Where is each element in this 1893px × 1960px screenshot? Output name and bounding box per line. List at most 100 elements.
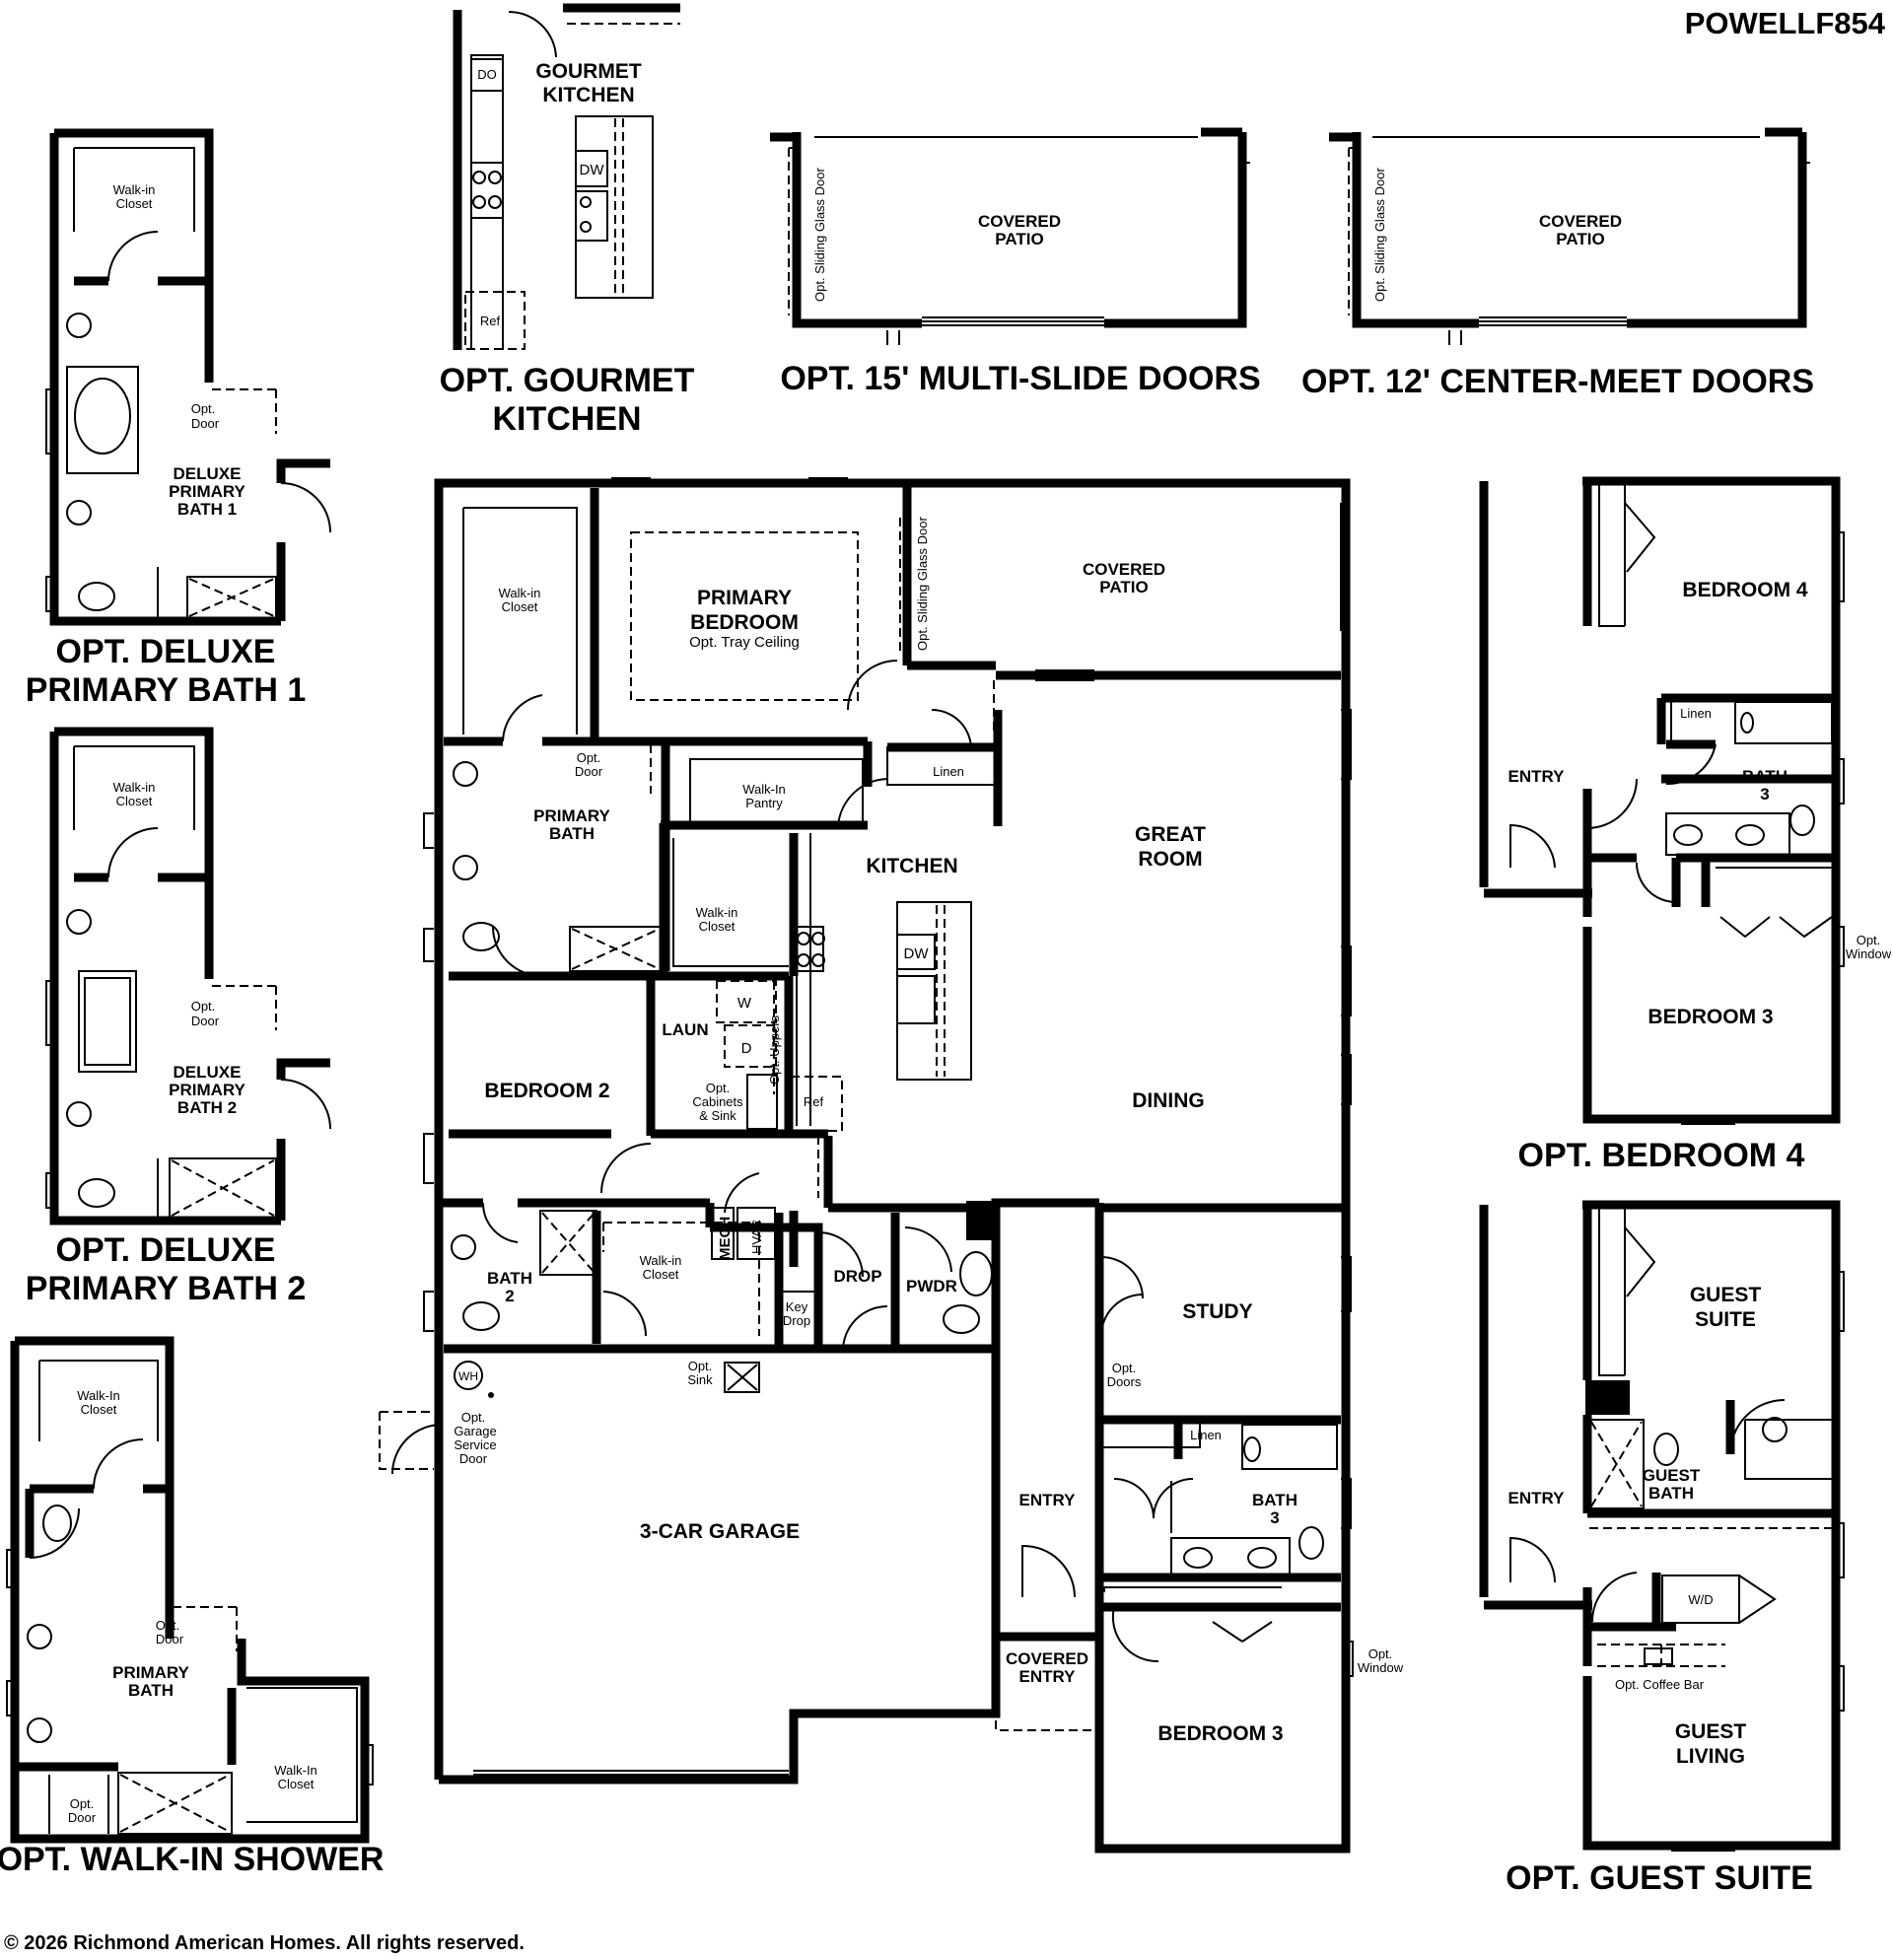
- bed4-entry: ENTRY: [1508, 767, 1566, 786]
- main-dishwasher: DW: [904, 945, 930, 962]
- main-linen: Linen: [933, 764, 964, 779]
- walk-in-pantry-1: Walk-In: [742, 782, 786, 797]
- caption-deluxe2-2: PRIMARY BATH 2: [26, 1270, 307, 1307]
- bath-3-2: 3: [1270, 1508, 1279, 1527]
- great-room-2: ROOM: [1138, 848, 1202, 871]
- walkin-door-1: Opt.: [156, 1618, 180, 1633]
- opt-sink-1: Opt.: [688, 1359, 713, 1373]
- opt-center-meet-doors: COVERED PATIO Opt. Sliding Glass Door OP…: [1301, 127, 1814, 400]
- main-opt-door-2: Door: [575, 764, 603, 779]
- patio-center-title-2: PATIO: [1556, 230, 1604, 248]
- primary-bedroom-2: BEDROOM: [690, 611, 799, 634]
- dining-label: DINING: [1132, 1089, 1205, 1112]
- walkin-bath-1: PRIMARY: [112, 1663, 189, 1682]
- dryer-label: D: [741, 1040, 752, 1057]
- bed4-window-2: Window: [1846, 946, 1892, 961]
- garage-service-door-1: Opt.: [461, 1410, 486, 1425]
- deluxe1-bath-2: PRIMARY: [169, 482, 245, 501]
- bedroom-2-label: BEDROOM 2: [484, 1080, 609, 1102]
- walk-in-pantry-2: Pantry: [745, 796, 783, 810]
- opt-multi-slide-doors: COVERED PATIO Opt. Sliding Glass Door OP…: [770, 127, 1261, 397]
- deluxe2-bath-3: BATH 2: [177, 1098, 237, 1117]
- garage-service-door-2: Garage: [454, 1424, 496, 1438]
- caption-deluxe1-2: PRIMARY BATH 1: [26, 671, 307, 709]
- guest-suite-2: SUITE: [1695, 1308, 1756, 1331]
- bath-2-1: BATH: [487, 1269, 532, 1288]
- opt-cabinets-1: Opt.: [706, 1081, 731, 1095]
- guest-suite-1: GUEST: [1690, 1284, 1762, 1306]
- bed4-bedroom-4: BEDROOM 4: [1682, 579, 1808, 601]
- bed4-bath-2: 3: [1760, 785, 1769, 804]
- main-opt-window-1: Opt.: [1368, 1646, 1393, 1661]
- opt-bedroom-4: BEDROOM 4 ENTRY Linen BATH 3 Opt. Window…: [1479, 476, 1892, 1174]
- main-fridge: Ref: [804, 1094, 824, 1109]
- garage-service-door-3: Service: [454, 1437, 496, 1452]
- main-closet-1: Walk-in: [499, 586, 541, 600]
- deluxe1-closet-2: Closet: [116, 196, 153, 211]
- opt-walk-in-shower: Walk-In Closet Opt. Door PRIMARY BATH Wa…: [0, 1336, 384, 1878]
- bed4-window-1: Opt.: [1857, 933, 1881, 947]
- main-entry-label: ENTRY: [1019, 1491, 1077, 1509]
- walkin-closet-b-2: Closet: [278, 1777, 315, 1791]
- main-floor-plan: Walk-in Closet PRIMARY BEDROOM Opt. Tray…: [379, 477, 1404, 1854]
- main-opt-window-2: Window: [1358, 1660, 1404, 1675]
- main-closet-3: Walk-in: [640, 1253, 682, 1268]
- guest-entry: ENTRY: [1508, 1489, 1566, 1507]
- opt-deluxe-primary-bath-1: Walk-in Closet Opt. Door DELUXE PRIMARY …: [26, 128, 331, 709]
- caption-walkin-shower: OPT. WALK-IN SHOWER: [0, 1841, 384, 1878]
- main-wic-2: Closet: [699, 919, 736, 934]
- patio-multi-title-2: PATIO: [995, 230, 1043, 248]
- opt-gourmet-kitchen: GOURMET KITCHEN DO DW Ref OPT. GOURMET K…: [440, 3, 695, 438]
- powder-room-label: PWDR: [906, 1277, 957, 1295]
- water-heater-label: WH: [458, 1369, 478, 1383]
- walkin-door-2: Door: [156, 1632, 184, 1646]
- guest-living-2: LIVING: [1676, 1745, 1745, 1768]
- bed4-linen: Linen: [1680, 706, 1712, 721]
- opt-cabinets-2: Cabinets: [692, 1094, 743, 1109]
- key-drop-1: Key: [786, 1299, 808, 1314]
- key-drop-2: Drop: [783, 1313, 810, 1328]
- guest-bath-2: BATH: [1648, 1484, 1694, 1503]
- primary-bath-1: PRIMARY: [533, 806, 610, 825]
- guest-washer-dryer: W/D: [1688, 1592, 1713, 1607]
- deluxe1-closet-1: Walk-in: [113, 182, 156, 197]
- deluxe1-bath-3: BATH 1: [177, 500, 237, 519]
- bed4-bedroom-3: BEDROOM 3: [1648, 1006, 1773, 1028]
- deluxe2-door-2: Door: [191, 1014, 220, 1028]
- guest-bath-1: GUEST: [1643, 1466, 1701, 1485]
- deluxe2-closet-2: Closet: [116, 794, 153, 808]
- drop-label: DROP: [833, 1267, 881, 1286]
- gourmet-title-2: KITCHEN: [542, 84, 634, 106]
- guest-coffee-bar: Opt. Coffee Bar: [1615, 1677, 1705, 1692]
- great-room-1: GREAT: [1135, 823, 1206, 846]
- caption-deluxe1-1: OPT. DELUXE: [56, 633, 276, 670]
- main-opt-door-1: Opt.: [577, 750, 601, 765]
- caption-guest-suite: OPT. GUEST SUITE: [1506, 1859, 1813, 1897]
- study-label: STUDY: [1182, 1300, 1252, 1323]
- walkin-bath-2: BATH: [128, 1681, 174, 1700]
- primary-bedroom-1: PRIMARY: [697, 587, 792, 609]
- caption-deluxe2-1: OPT. DELUXE: [56, 1231, 276, 1269]
- kitchen-label: KITCHEN: [866, 855, 957, 877]
- bath-2-2: 2: [505, 1287, 514, 1305]
- bath-3-1: BATH: [1252, 1491, 1297, 1509]
- covered-entry-2: ENTRY: [1019, 1667, 1077, 1686]
- caption-gourmet-2: KITCHEN: [492, 400, 641, 438]
- walkin-door-3: Opt.: [70, 1796, 95, 1811]
- caption-bedroom-4: OPT. BEDROOM 4: [1518, 1137, 1805, 1174]
- laundry-label: LAUN: [662, 1020, 708, 1039]
- bed4-bath-1: BATH: [1742, 767, 1788, 786]
- patio-multi-title-1: COVERED: [978, 212, 1061, 231]
- center-sliding-door-label: Opt. Sliding Glass Door: [1372, 167, 1387, 302]
- double-oven-label: DO: [477, 67, 497, 82]
- opt-cabinets-3: & Sink: [699, 1108, 736, 1123]
- bedroom-3-label: BEDROOM 3: [1157, 1722, 1283, 1745]
- walkin-closet-a-1: Walk-In: [77, 1388, 120, 1403]
- main-wic-1: Walk-in: [696, 905, 738, 920]
- dishwasher-label: DW: [580, 162, 605, 178]
- deluxe2-bath-2: PRIMARY: [169, 1081, 245, 1099]
- copyright-notice: © 2026 Richmond American Homes. All righ…: [4, 1932, 525, 1954]
- walkin-closet-b-1: Walk-In: [274, 1763, 317, 1778]
- caption-center-meet: OPT. 12' CENTER-MEET DOORS: [1301, 363, 1814, 400]
